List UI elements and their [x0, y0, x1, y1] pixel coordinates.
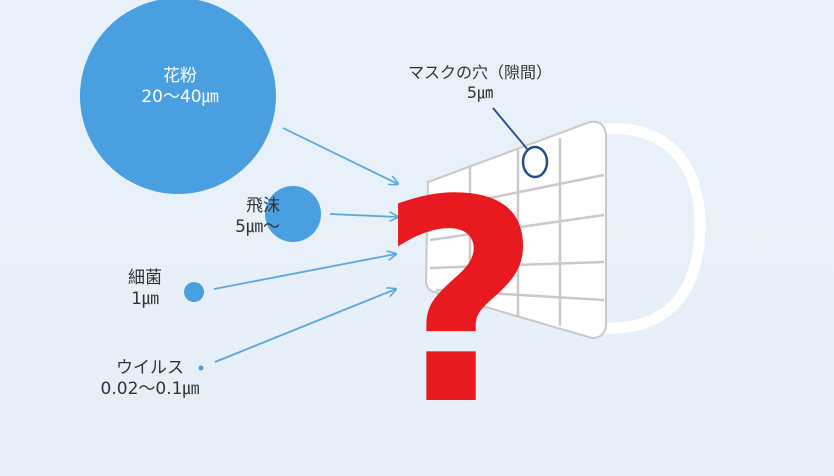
virus-size: 0.02〜0.1㎛	[100, 379, 200, 400]
virus-name: ウイルス	[116, 358, 184, 378]
droplet-label: 飛沫 5㎛〜	[180, 196, 280, 239]
bacteria-arrow	[213, 254, 396, 290]
mask-hole-pointer	[492, 107, 529, 151]
pollen-label: 花粉 20〜40㎛	[125, 66, 235, 109]
bacteria-size: 1㎛	[131, 289, 159, 310]
virus-label: ウイルス 0.02〜0.1㎛	[80, 358, 220, 401]
mask-hole-name: マスクの穴（隙間）	[407, 63, 552, 82]
droplet-size: 5㎛〜	[235, 217, 280, 238]
mask-mesh	[429, 138, 605, 326]
droplet-name: 飛沫	[246, 196, 280, 216]
pollen-name: 花粉	[163, 66, 197, 86]
virus-arrow	[214, 289, 396, 363]
droplet-particle	[265, 186, 321, 242]
pollen-arrow	[282, 127, 398, 184]
mask-hole	[521, 145, 549, 179]
mask-hole-size: 5㎛	[466, 83, 494, 102]
question-mark: ?	[379, 141, 541, 467]
droplet-arrow	[329, 214, 398, 217]
mask-illustration	[424, 107, 706, 340]
bacteria-name: 細菌	[128, 268, 162, 288]
pollen-size: 20〜40㎛	[141, 87, 219, 108]
pollen-particle	[80, 0, 276, 194]
virus-particle	[198, 365, 204, 371]
mask-hole-label: マスクの穴（隙間） 5㎛	[380, 63, 580, 103]
bacteria-label: 細菌 1㎛	[110, 268, 180, 311]
bacteria-particle	[184, 282, 204, 302]
